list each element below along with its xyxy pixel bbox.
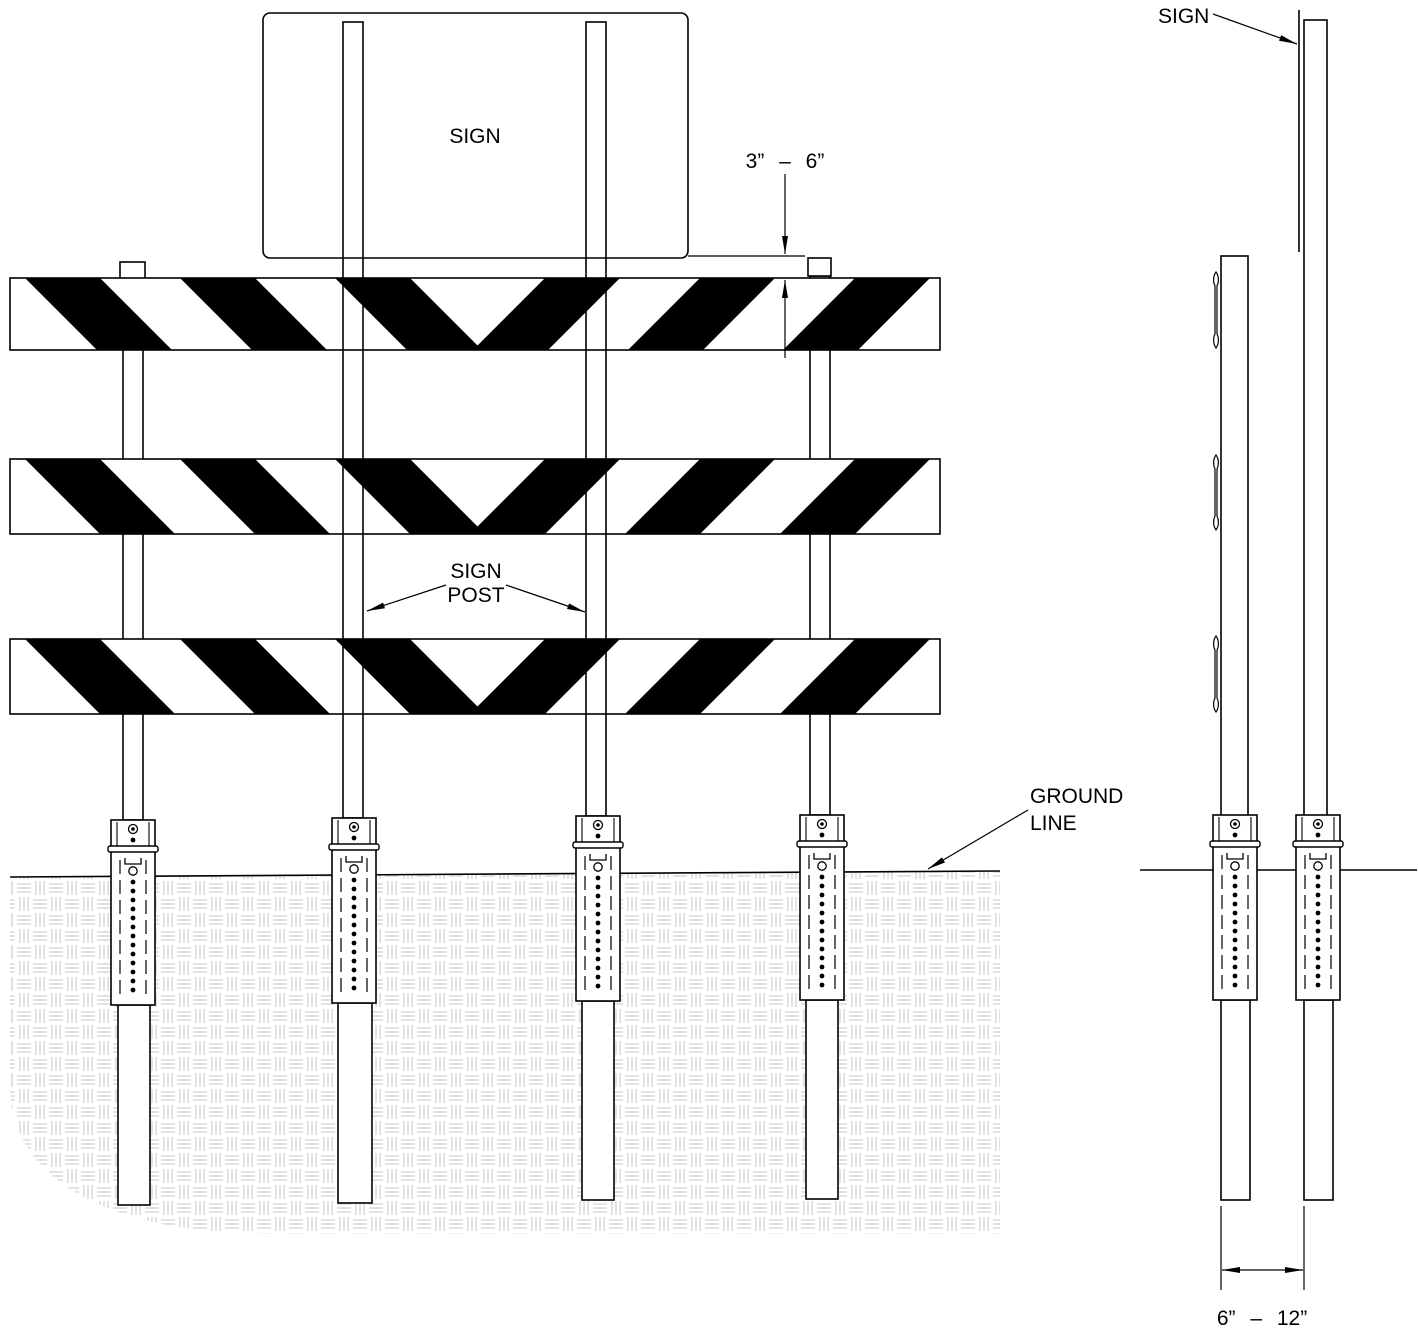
post-shaft (122, 278, 144, 821)
rail-outline (9, 277, 941, 351)
post-sleeve (107, 819, 159, 1006)
rail-stripe (470, 639, 620, 714)
barricade-post-side (1220, 255, 1249, 817)
post-stub (1303, 999, 1334, 1201)
rail-stripes (25, 639, 930, 714)
leader-arrow (366, 584, 447, 612)
rail-stripe (335, 278, 482, 350)
callout-line-1: GROUND (1030, 785, 1123, 808)
rail-stripe (473, 278, 620, 350)
barricade-rail (9, 277, 941, 351)
rail-stripe (335, 639, 485, 714)
rail-profile (1213, 634, 1219, 714)
post-stub (117, 1004, 151, 1206)
rail-stripes (25, 459, 930, 534)
post-stub (337, 1002, 373, 1204)
rail-panel (10, 459, 940, 534)
rail-stripe (783, 278, 930, 350)
rail-stripe (25, 459, 175, 534)
post-cap (807, 257, 832, 277)
ground-hatch (10, 871, 1000, 1234)
post-sleeve (796, 814, 848, 1001)
rail-panel (10, 639, 940, 714)
rail-stripe (625, 459, 775, 534)
rail-stripe (25, 278, 172, 350)
barricade-rails (9, 277, 941, 715)
rail-stripe (625, 639, 775, 714)
rail-outline (9, 458, 941, 535)
barricade-rail (9, 638, 941, 715)
post-stub (1220, 999, 1251, 1201)
rail-profile (1213, 270, 1219, 350)
rail-stripe (180, 459, 330, 534)
rail-stripe (628, 278, 775, 350)
post-sleeve (572, 815, 624, 1002)
sign-post-side (1303, 19, 1328, 817)
rail-stripe (25, 639, 175, 714)
sign-label: SIGN (449, 125, 500, 148)
clearance-dimension-label: 3” – 6” (746, 150, 825, 173)
spacing-dimension-label: 6” – 12” (1217, 1307, 1307, 1330)
post-stub (805, 999, 839, 1200)
leader-arrow (505, 584, 586, 613)
clearance-dimension: 3” – 6” (688, 150, 824, 358)
leader-arrow (1212, 13, 1298, 45)
callout-line-2: LINE (1030, 812, 1077, 835)
rail-stripes (25, 278, 930, 350)
callout-line-2: POST (447, 584, 504, 607)
post-cap (119, 261, 146, 280)
rail-stripe (335, 459, 485, 534)
leader-arrow (927, 809, 1029, 870)
ground-line-callout: GROUND LINE (927, 785, 1123, 870)
side-sign-label: SIGN (1158, 5, 1209, 28)
rail-stripe (180, 278, 327, 350)
post-sleeve (1292, 814, 1344, 1001)
post-shaft (809, 275, 831, 816)
rail-stripe (780, 639, 930, 714)
callout-line-1: SIGN (450, 560, 501, 583)
rail-stripe (470, 459, 620, 534)
side-view: SIGN 6” – 12” (1140, 5, 1417, 1330)
rail-outline (9, 638, 941, 715)
rail-stripe (780, 459, 930, 534)
post-sleeve (1209, 814, 1261, 1001)
rail-profile (1213, 453, 1219, 532)
rail-stripe (180, 639, 330, 714)
barricade-rail (9, 458, 941, 535)
spacing-dimension: 6” – 12” (1217, 1206, 1307, 1330)
post-sleeve (328, 817, 380, 1004)
post-stub (581, 1000, 615, 1201)
sign-panel (262, 12, 689, 259)
sign-post-callout: SIGN POST (366, 560, 586, 613)
